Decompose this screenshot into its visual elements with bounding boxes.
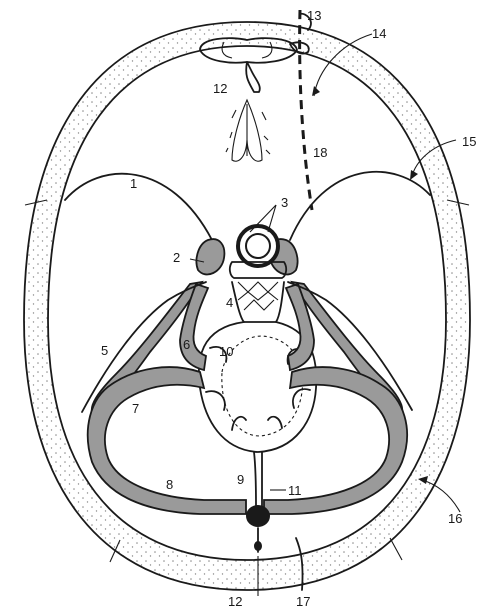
label-1: 1 — [130, 176, 137, 191]
cribriform-plate — [226, 100, 270, 161]
label-9: 9 — [237, 472, 244, 487]
label-12-bottom: 12 — [228, 594, 242, 609]
dural-fold-right — [290, 172, 430, 240]
label-4: 4 — [226, 295, 233, 310]
label-18: 18 — [313, 145, 327, 160]
confluence-of-sinuses — [246, 505, 270, 527]
label-15: 15 — [462, 134, 476, 149]
dural-fold-left — [65, 174, 212, 240]
transverse-sinus-right — [264, 367, 407, 514]
label-5: 5 — [101, 343, 108, 358]
cavernous-sinus-complex — [196, 226, 297, 322]
label-7: 7 — [132, 401, 139, 416]
label-14: 14 — [372, 26, 386, 41]
label-13: 13 — [307, 8, 321, 23]
label-2: 2 — [173, 250, 180, 265]
label-11: 11 — [288, 483, 302, 498]
label-6: 6 — [183, 337, 190, 352]
label-10: 10 — [219, 344, 233, 359]
label-3: 3 — [281, 195, 288, 210]
label-16: 16 — [448, 511, 462, 526]
label-12-top: 12 — [213, 81, 227, 96]
label-17: 17 — [296, 594, 310, 609]
label-8: 8 — [166, 477, 173, 492]
